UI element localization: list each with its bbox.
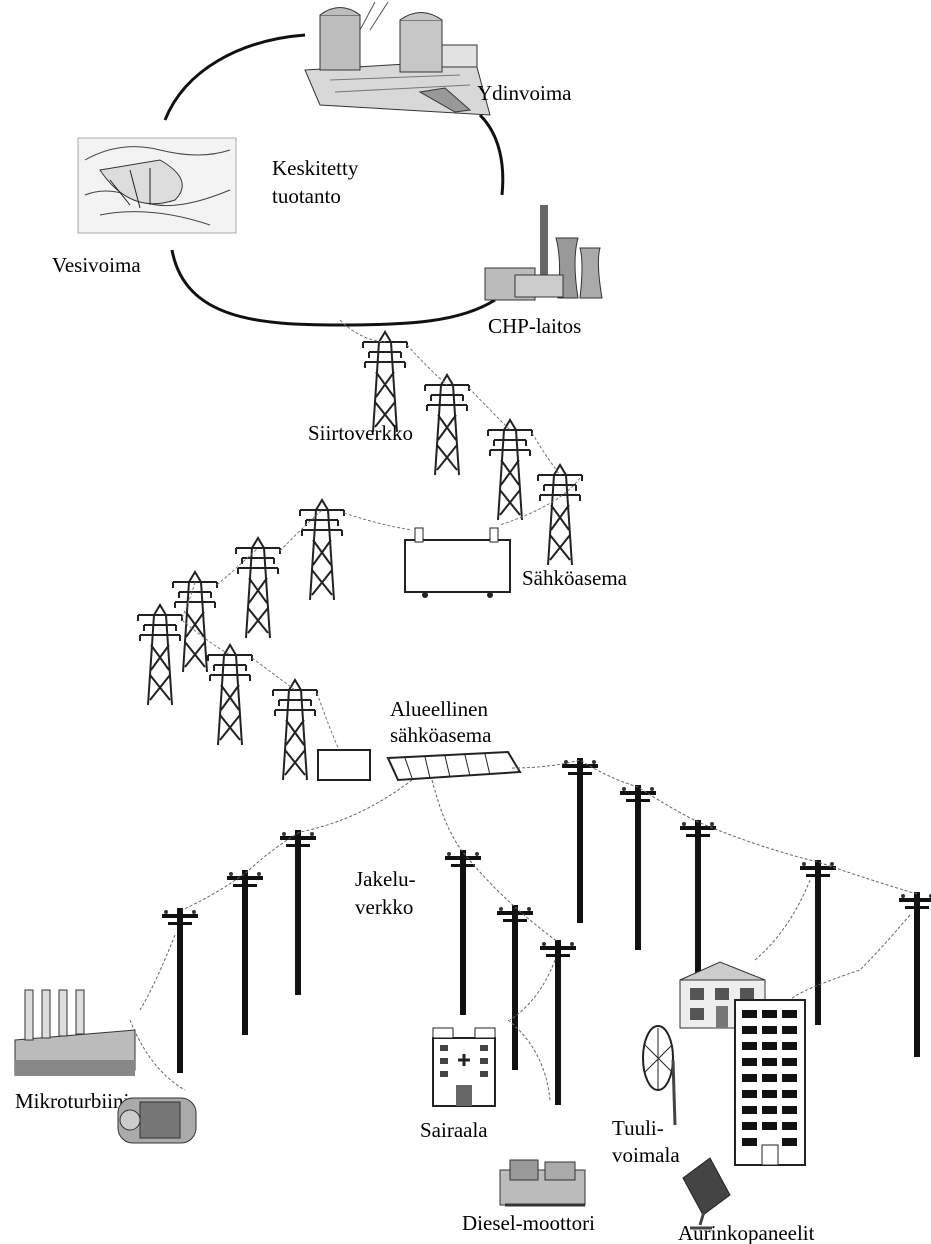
transmission-pylons-middle [137, 499, 413, 781]
nuclear-plant-icon [304, 1, 491, 116]
regional-substation-icon [317, 749, 522, 782]
wind-label-1: Tuuli- [612, 1116, 664, 1140]
regional-label-1: Alueellinen [390, 697, 488, 721]
microturbine-icon [117, 1097, 197, 1144]
diesel-engine-icon [499, 1159, 586, 1207]
factory-icon [14, 989, 136, 1076]
nuclear-label: Ydinvoima [477, 81, 572, 105]
hospital-icon [432, 1027, 496, 1107]
transmission-pylons-upper [339, 319, 583, 566]
distribution-poles [162, 758, 931, 1105]
transmission-label: Siirtoverkko [308, 421, 413, 445]
substation-label: Sähköasema [522, 566, 628, 590]
apartment-building-icon [734, 999, 806, 1166]
chp-plant-icon [484, 205, 603, 301]
transformer-icon [404, 527, 511, 598]
hydro-label: Vesivoima [52, 253, 141, 277]
hospital-label: Sairaala [420, 1118, 488, 1142]
diesel-label: Diesel-moottori [462, 1211, 595, 1235]
regional-label-2: sähköasema [390, 723, 492, 747]
centralized-ring [163, 33, 505, 327]
wind-turbine-icon [642, 1025, 677, 1126]
hydro-dam-icon [77, 137, 237, 234]
distribution-label-1: Jakelu- [355, 867, 416, 891]
chp-label: CHP-laitos [488, 314, 581, 338]
wind-label-2: voimala [612, 1143, 680, 1167]
centralized-label-2: tuotanto [272, 184, 341, 208]
microturbine-label: Mikroturbiini [15, 1089, 129, 1113]
solar-panel-icon [682, 1157, 731, 1230]
solar-label: Aurinkopaneelit [678, 1221, 815, 1244]
centralized-label-1: Keskitetty [272, 156, 359, 180]
distribution-label-2: verkko [355, 895, 413, 919]
